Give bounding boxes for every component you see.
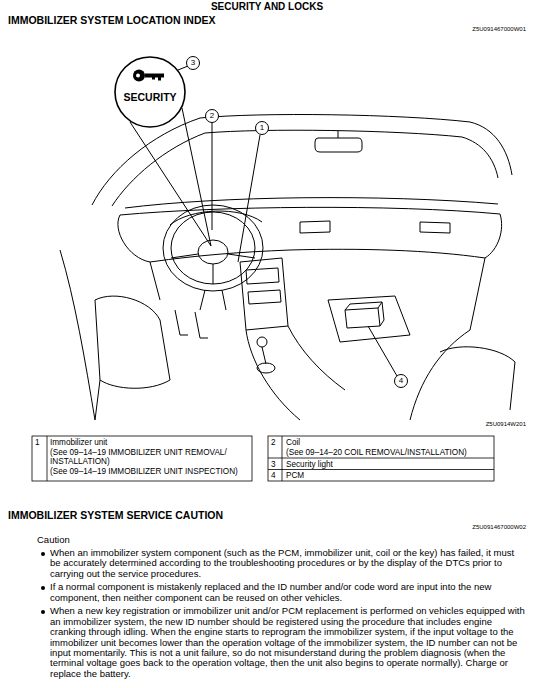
car-interior — [440, 347, 515, 410]
security-light-circle: SECURITY — [114, 56, 186, 128]
car-interior — [420, 222, 450, 233]
table-cell: (See 09–14–19 IMMOBILIZER UNIT INSPECTIO… — [50, 467, 238, 477]
car-interior — [60, 250, 95, 420]
callout-circle — [256, 122, 269, 135]
car-interior — [150, 262, 160, 300]
table-cell: Security light — [286, 460, 333, 470]
bullet-dot — [41, 552, 45, 556]
table-cell: 3 — [271, 460, 276, 470]
car-interior — [257, 337, 267, 347]
car-interior — [345, 302, 384, 326]
car-interior — [163, 205, 263, 291]
section-title: IMMOBILIZER SYSTEM SERVICE CAUTION — [8, 509, 223, 521]
key-icon — [145, 73, 164, 80]
table-cell: 2 — [271, 438, 276, 448]
car-interior — [95, 380, 100, 420]
table-border — [32, 436, 252, 481]
car-interior — [171, 212, 255, 284]
car-interior — [175, 310, 208, 338]
table-border — [268, 436, 494, 481]
car-interior — [200, 290, 226, 310]
circle-outline — [115, 57, 185, 127]
table-cell: Immobilizer unit — [50, 438, 107, 448]
table-border — [268, 436, 494, 481]
table-cell: 4 — [271, 471, 276, 481]
car-interior — [288, 326, 345, 390]
car-interior — [300, 221, 330, 233]
caution-heading: Caution — [37, 535, 70, 546]
car-interior — [262, 347, 266, 364]
table-border — [47, 436, 48, 481]
bullet-dot — [41, 586, 45, 590]
car-interior — [328, 296, 410, 342]
car-interior — [60, 115, 515, 420]
car-interior — [315, 138, 362, 152]
callout-circle — [187, 57, 408, 388]
leader-line — [212, 123, 213, 230]
indicator-label: SECURITY — [114, 92, 186, 104]
callout-number: 3 — [191, 59, 195, 67]
reference-code: Z5U091467000W01 — [472, 26, 526, 33]
page-header: SECURITY AND LOCKS — [211, 1, 323, 13]
table-cell: Coil — [286, 438, 300, 448]
leader-line — [182, 108, 211, 246]
car-interior — [246, 330, 300, 420]
leader-line — [368, 326, 397, 376]
car-interior — [150, 249, 485, 262]
callout-number: 4 — [399, 377, 403, 385]
callout-number: 2 — [210, 112, 214, 120]
key-icon — [136, 73, 140, 77]
key-icon — [133, 69, 164, 81]
bullet-dot — [41, 610, 45, 614]
caution-note: When a new key registration or immobiliz… — [50, 606, 526, 679]
callout-number: 1 — [260, 124, 264, 132]
car-interior — [112, 130, 498, 206]
car-interior — [345, 308, 380, 328]
callout-circle — [187, 57, 200, 70]
car-interior — [338, 131, 339, 138]
table-cell: (See 09–14–19 IMMOBILIZER UNIT REMOVAL/ … — [50, 448, 248, 467]
car-interior — [95, 296, 170, 388]
table-cell: PCM — [286, 471, 304, 481]
reference-code: Z5U0914W201 — [486, 421, 526, 428]
callout-circle — [206, 110, 219, 123]
key-icon — [133, 69, 145, 81]
callout-circle — [395, 375, 408, 388]
car-interior — [240, 258, 288, 330]
car-interior — [246, 268, 279, 284]
caution-note: If a normal component is mistakenly repl… — [50, 582, 526, 603]
car-interior — [171, 254, 255, 284]
table-cell: 1 — [35, 438, 40, 448]
leader-line — [130, 122, 211, 246]
car-interior — [410, 258, 485, 420]
caution-note: When an immobilizer system component (su… — [50, 548, 526, 579]
section-title: IMMOBILIZER SYSTEM LOCATION INDEX — [8, 14, 215, 26]
car-interior — [248, 290, 281, 304]
leader-line — [238, 135, 260, 262]
car-interior — [198, 240, 228, 264]
table-cell: (See 09–14–20 COIL REMOVAL/INSTALLATION) — [286, 448, 467, 458]
car-interior — [118, 215, 150, 262]
table-border — [32, 436, 494, 481]
reference-code: Z5U091467000W02 — [472, 524, 526, 531]
car-interior — [257, 363, 275, 373]
car-interior — [120, 207, 500, 215]
car-interior — [485, 214, 502, 258]
